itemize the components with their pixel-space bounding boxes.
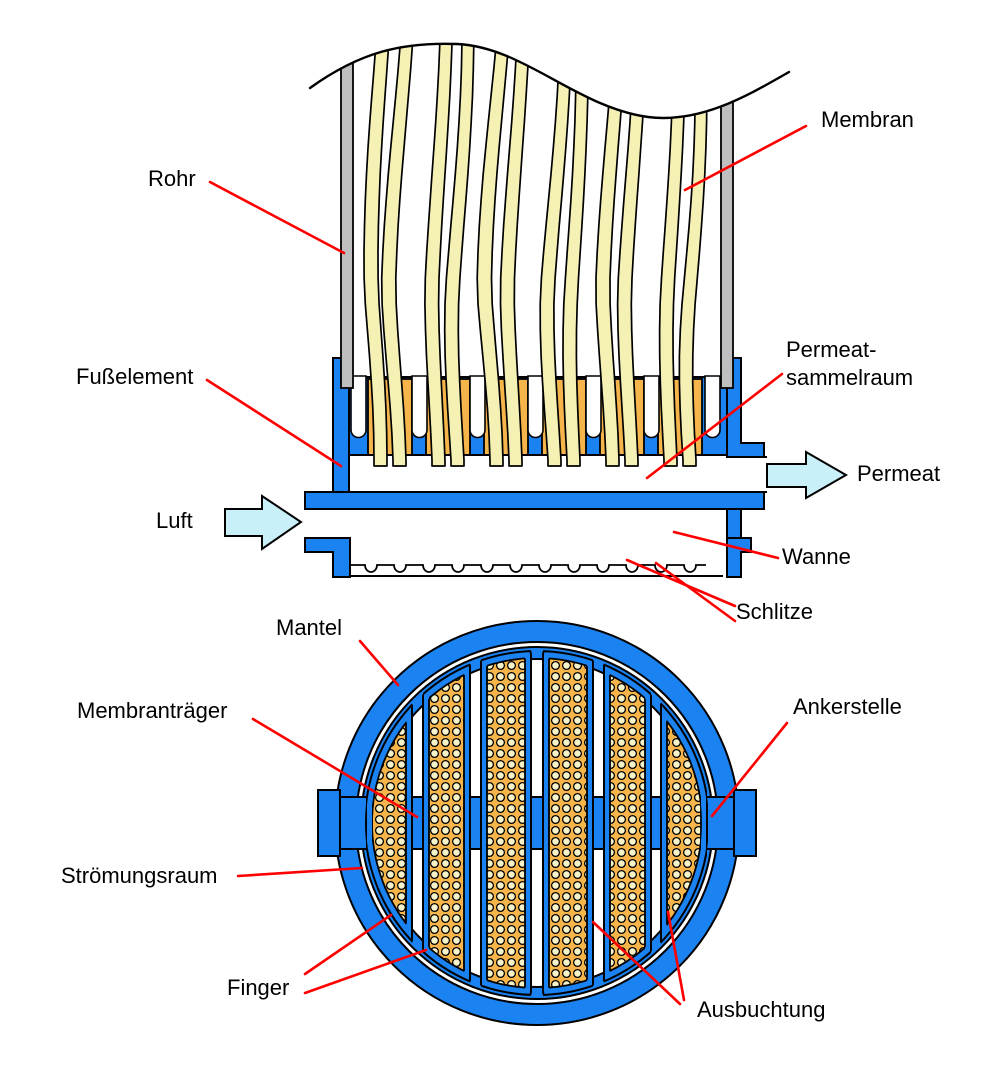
fusselement-label: Fußelement [76,364,194,389]
fusselement-leader [205,378,343,468]
foot-left-step [304,537,351,578]
ausbuchtung-leader-1 [591,920,682,1006]
permeat-flow-right-arrow-icon [766,450,849,500]
air-slots [350,375,721,439]
top-view-diagram [224,42,849,578]
membran-leader [683,124,808,192]
water-surface-curve [308,42,791,120]
anchor-stub-left [317,789,341,857]
membrantraeger-leader [251,717,419,819]
rohr-leader [208,180,346,255]
ankerstelle-label: Ankerstelle [793,694,902,719]
tub-slit-floor [351,564,706,573]
schlitze-leader-2 [654,561,737,623]
luft-label: Luft [156,508,193,533]
rohr-label: Rohr [148,166,196,191]
wanne-label: Wanne [782,544,851,569]
membrantraeger-label: Membranträger [77,698,228,723]
schlitze-label: Schlitze [736,599,814,624]
anchor-stub-right [733,789,757,857]
leader-lines [205,124,808,1006]
foot-right-wall-lower [726,508,742,539]
membran-label: Membran [821,107,914,132]
ausbuchtung-label: Ausbuchtung [697,997,826,1022]
support-pipe-right [720,85,734,389]
stroemungsraum-leader [236,866,364,878]
mantel-leader [358,639,400,687]
luft-flow-right-arrow-icon [224,494,303,551]
permeat-sammelraum-leader [645,372,784,480]
schlitze-leader-1 [625,558,737,608]
ankerstelle-leader [710,721,789,818]
mantel-label: Mantel [276,615,343,640]
cross-section-diagram [317,620,757,1026]
ausbuchtung-leader-2 [666,910,686,1002]
foot-mid-band [304,491,765,510]
support-pipe-left [340,55,354,389]
permeate-space-outline [348,454,767,493]
permeat-label: Permeat [857,461,941,486]
finger-leader-2 [303,948,428,995]
wanne-leader [672,530,780,560]
finger-label: Finger [227,975,290,1000]
permeat-sammelraum-label: Permeat- sammelraum [786,337,914,390]
foot-right-step [726,537,752,578]
finger-leader-1 [303,913,393,976]
stroemungsraum-label: Strömungsraum [61,863,218,888]
